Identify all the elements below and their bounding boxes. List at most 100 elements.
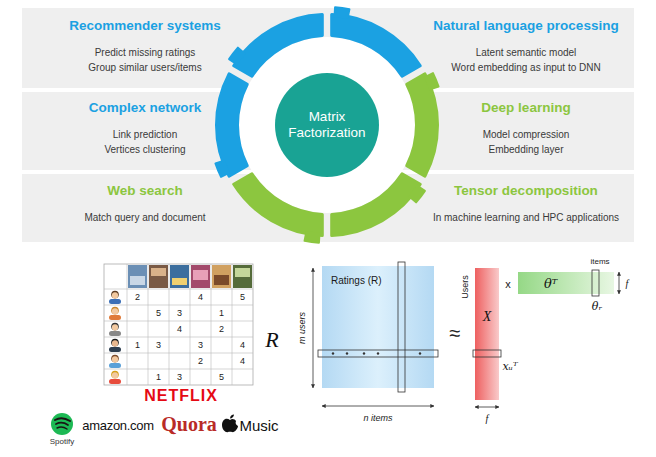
vector-label: θᵣ [592, 301, 602, 312]
item-matrix-shape [518, 270, 614, 296]
gear-tooth [408, 185, 426, 203]
rating-table [190, 264, 191, 385]
rating-table [127, 264, 128, 385]
center-circle-shape [275, 73, 379, 177]
dimension-label: f [486, 414, 489, 424]
user-factor-matrix: X [475, 268, 499, 400]
gear-tooth [214, 160, 230, 178]
movie-poster [149, 265, 168, 288]
user-icon [112, 340, 118, 346]
movie-poster [128, 265, 252, 288]
panel-heading: Tensor decomposition [454, 182, 598, 199]
user-icon [111, 371, 119, 379]
rating-cell: 2 [198, 357, 203, 366]
rating-table [104, 321, 253, 322]
ratings-matrix-shape [332, 352, 334, 354]
panel-band [22, 8, 634, 242]
spotify-icon [55, 418, 70, 421]
brand-logo: amazon.com [82, 419, 153, 432]
gear-ring [214, 6, 439, 243]
rating-table [104, 289, 253, 290]
operator-symbol: ≈ [450, 323, 461, 343]
panel-item: Link prediction [113, 127, 177, 142]
gear-segment [330, 13, 422, 78]
user-icon [112, 356, 118, 362]
ratings-matrix-shape [363, 352, 365, 354]
ratings-matrix: Ratings (R) [322, 266, 434, 388]
gear-tooth [424, 72, 440, 90]
user-icon [109, 315, 121, 320]
axis-label: items [590, 258, 609, 266]
user-icon [111, 291, 119, 299]
panel-item: Vertices clustering [104, 142, 185, 157]
panel-item: Latent semantic model [476, 45, 577, 60]
rating-cell: 4 [198, 293, 203, 302]
movie-poster [128, 265, 147, 288]
ratings-matrix-shape [322, 266, 434, 388]
axis-label: Users [461, 275, 470, 299]
brand-logo: Spotify [50, 438, 74, 446]
panel-item: Match query and document [84, 210, 205, 225]
matrix-label: X [483, 310, 492, 324]
user-matrix-shape [473, 350, 501, 357]
center-title: Matrix Factorization [279, 109, 375, 141]
user-icon [109, 291, 121, 384]
rating-table [104, 264, 253, 385]
movie-poster [233, 265, 252, 288]
user-icon [109, 379, 121, 384]
panel-item: In machine learning and HPC applications [433, 210, 619, 225]
ratings-matrix-shape [318, 262, 438, 392]
movie-poster [170, 265, 189, 288]
dimension-arrow [475, 407, 499, 408]
gear-segment [232, 13, 324, 78]
rating-cell: 4 [177, 325, 182, 334]
rating-table [104, 337, 253, 338]
rating-table [104, 305, 253, 306]
matrix-label: Ratings (R) [331, 275, 382, 286]
application-panel: Web searchMatch query and document [45, 182, 245, 238]
user-icon [111, 323, 119, 331]
application-panel: Deep learningModel compressionEmbedding … [415, 99, 637, 167]
gear-segment [232, 172, 324, 237]
rating-table [104, 369, 253, 370]
user-icon [112, 308, 118, 314]
operator-symbol: x [505, 279, 511, 290]
ratings-matrix-shape [419, 352, 421, 354]
user-icon [111, 307, 119, 315]
apple-icon [230, 415, 234, 419]
panel-heading: Web search [107, 182, 183, 199]
user-icon [109, 299, 121, 304]
item-matrix-shape [518, 272, 614, 294]
brand-logo: Music [239, 418, 278, 433]
panel-item: Word embedding as input to DNN [451, 60, 600, 75]
spotify-icon [51, 413, 73, 435]
user-icon [111, 355, 119, 363]
item-matrix-shape [592, 270, 599, 296]
brand-logo: NETFLIX [144, 388, 218, 404]
user-icon [109, 331, 121, 336]
dimension-label: m users [298, 312, 307, 344]
panel-item: Model compression [483, 127, 570, 142]
movie-poster [151, 268, 166, 276]
user-matrix-shape [473, 268, 501, 400]
panel-heading: Recommender systems [69, 17, 221, 34]
rating-table [211, 264, 212, 385]
rating-cell: 2 [135, 293, 140, 302]
movie-poster [172, 278, 187, 285]
spotify-icon [57, 427, 67, 429]
rating-cell: 3 [177, 373, 182, 382]
rating-table [232, 264, 233, 385]
rating-cell: 4 [240, 357, 245, 366]
matrix-symbol: R [265, 329, 278, 351]
gear-segment [330, 172, 422, 237]
gear-hub [239, 37, 415, 213]
panel-heading: Natural language processing [433, 17, 618, 34]
ratings-matrix-shape [377, 352, 379, 354]
center-circle: Matrix Factorization [275, 73, 379, 177]
rating-table [148, 264, 149, 385]
spotify-icon [56, 423, 68, 425]
matrix-label: θᵀ [544, 277, 557, 290]
user-icon [112, 324, 118, 330]
user-matrix-shape [475, 268, 499, 400]
application-panel: Recommender systemsPredict missing ratin… [45, 17, 245, 87]
